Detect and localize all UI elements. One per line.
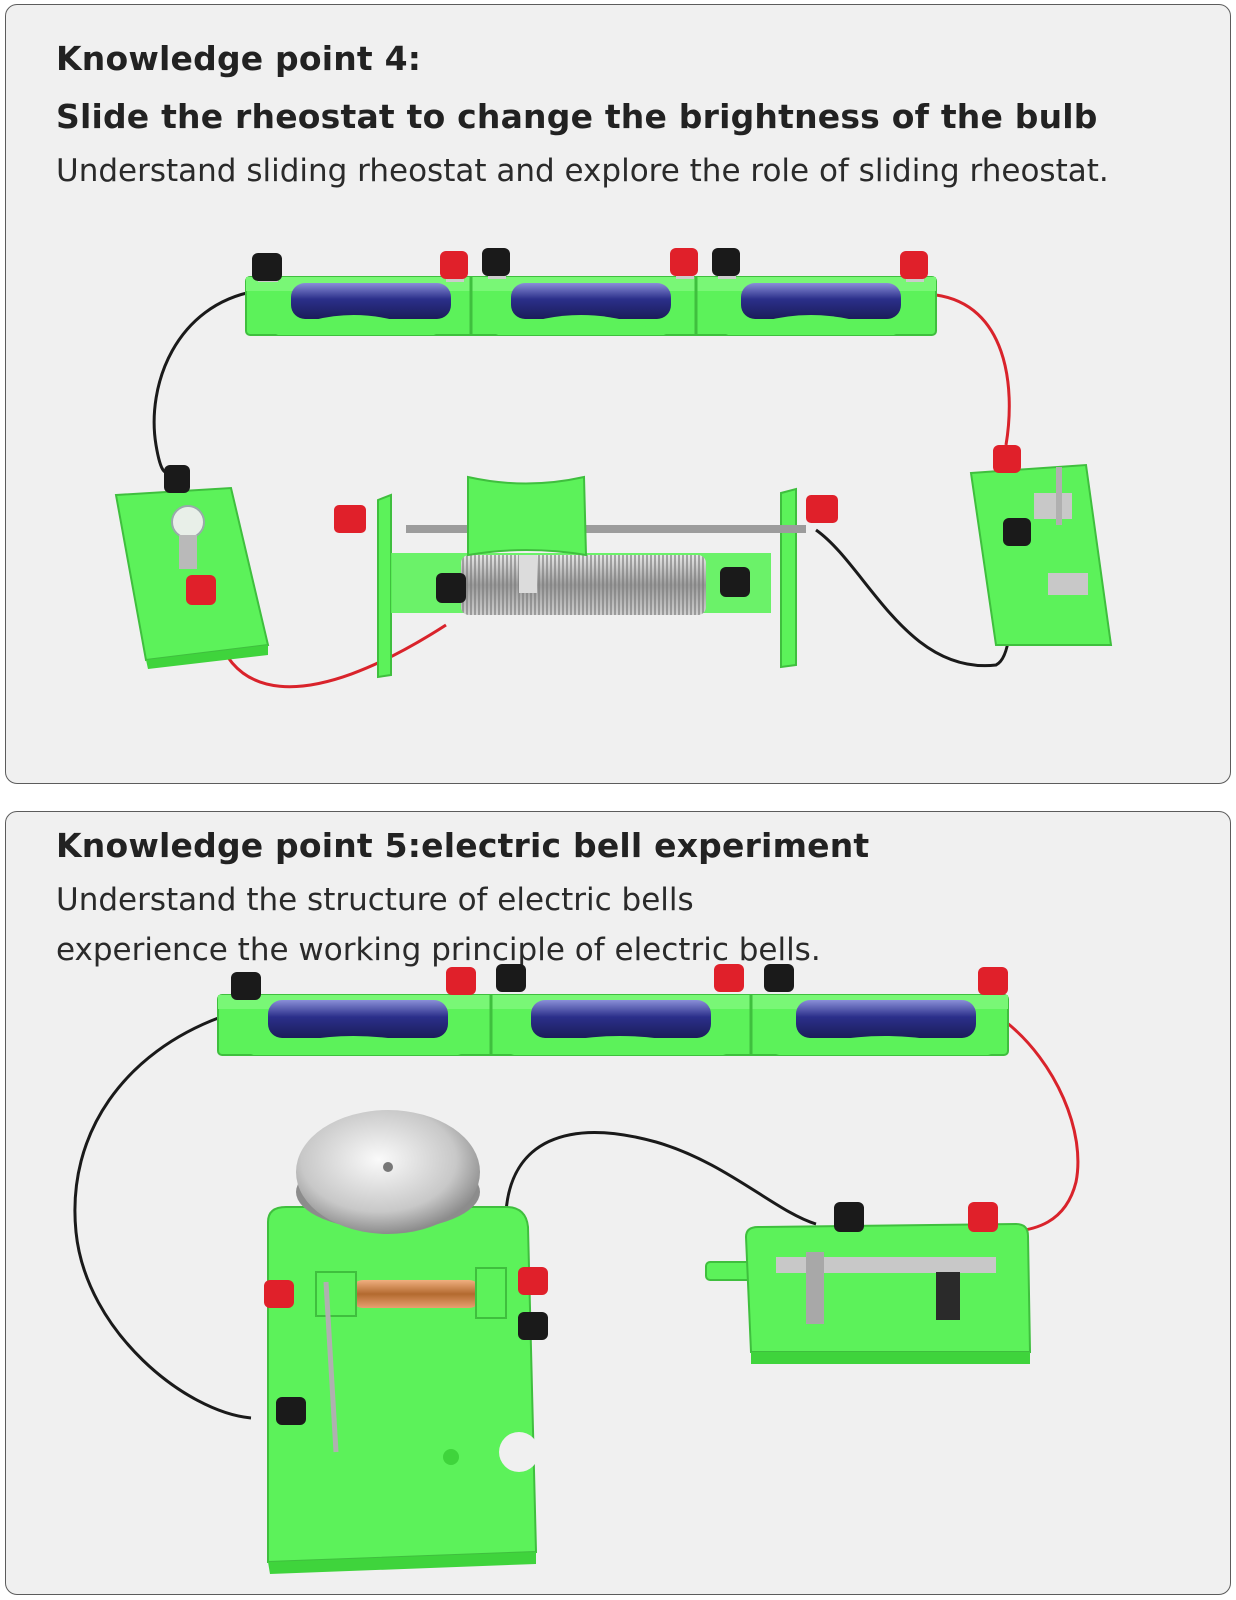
terminal-red (186, 575, 216, 605)
terminal-red (334, 505, 366, 533)
panel-description-line-2: experience the working principle of elec… (56, 932, 821, 968)
terminal-red (806, 495, 838, 523)
terminal-black (1003, 518, 1031, 546)
terminal-black (482, 248, 510, 279)
knowledge-point-5-panel: Knowledge point 5:electric bell experime… (5, 811, 1231, 1595)
black-wire (73, 1015, 252, 1420)
switch-module (705, 1202, 1032, 1364)
knowledge-point-4-panel: Knowledge point 4: Slide the rheostat to… (5, 4, 1231, 784)
terminal-red (518, 1267, 548, 1295)
rheostat-circuit-photo (114, 248, 1113, 689)
terminal-red (993, 445, 1021, 473)
terminal-black (252, 253, 282, 282)
terminal-black (231, 972, 261, 1000)
terminal-red (978, 967, 1008, 995)
black-wire (504, 1131, 817, 1226)
panel-heading: Knowledge point 4: (56, 39, 422, 78)
terminal-black (720, 567, 750, 597)
electric-bell (264, 1110, 548, 1574)
electric-bell-circuit-photo (73, 964, 1080, 1574)
terminal-black (164, 465, 190, 493)
panel-title: Knowledge point 5:electric bell experime… (56, 826, 870, 865)
terminal-black (834, 1202, 864, 1232)
red-wire (935, 293, 1011, 446)
sliding-rheostat (334, 475, 838, 679)
terminal-red (446, 967, 476, 995)
battery-holder (245, 248, 937, 336)
panel-title: Slide the rheostat to change the brightn… (56, 97, 1098, 136)
terminal-black (276, 1397, 306, 1425)
panel-description-line-1: Understand the structure of electric bel… (56, 882, 694, 918)
panel-description: Understand sliding rheostat and explore … (56, 153, 1109, 189)
terminal-red (714, 964, 744, 992)
bulb-module (114, 465, 270, 669)
switch-module (969, 445, 1113, 646)
black-wire (152, 289, 257, 474)
terminal-black (436, 573, 466, 603)
terminal-red (900, 251, 928, 282)
terminal-red (968, 1202, 998, 1232)
terminal-black (518, 1312, 548, 1340)
terminal-black (764, 964, 794, 992)
terminal-black (712, 248, 740, 279)
battery-holder (217, 964, 1009, 1056)
red-wire (1000, 1020, 1080, 1234)
terminal-black (496, 964, 526, 992)
terminal-red (440, 251, 468, 282)
terminal-red (264, 1280, 294, 1308)
terminal-red (670, 248, 698, 279)
